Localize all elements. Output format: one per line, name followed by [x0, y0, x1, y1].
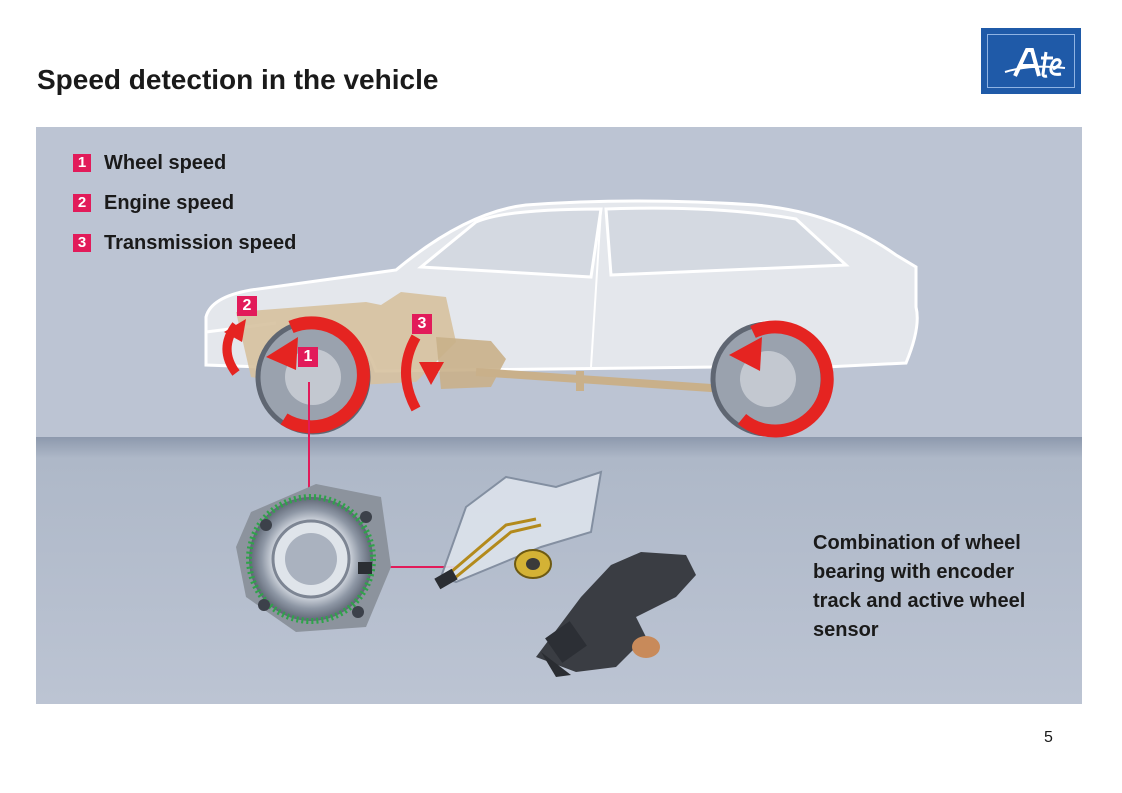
transmission-arrow: [401, 334, 421, 412]
wheel-marker: 1: [298, 347, 318, 367]
legend-badge: 2: [73, 194, 91, 212]
legend-item-transmission-speed: 3 Transmission speed: [73, 232, 296, 254]
sensor-magnet: [632, 636, 660, 658]
legend-badge: 3: [73, 234, 91, 252]
legend-item-engine-speed: 2 Engine speed: [73, 192, 234, 214]
rear-wheel-arrow: [737, 320, 834, 438]
engine-marker: 2: [237, 296, 257, 316]
ate-logo: [981, 28, 1081, 94]
ate-logo-mark: [1004, 48, 1066, 78]
legend-label: Wheel speed: [104, 151, 227, 174]
legend-label: Engine speed: [104, 191, 235, 214]
illustration-panel: 1 Wheel speed 2 Engine speed 3 Transmiss…: [36, 127, 1082, 704]
legend-item-wheel-speed: 1 Wheel speed: [73, 152, 226, 174]
drive-shaft: [475, 368, 727, 393]
legend-label: Transmission speed: [104, 231, 297, 254]
vehicle-illustration: [36, 127, 1082, 704]
component-caption: Combination of wheel bearing with encode…: [813, 532, 1026, 641]
front-wheel-arrow: [280, 316, 370, 434]
car-window-rear: [604, 206, 850, 277]
slide-title: Speed detection in the vehicle: [37, 64, 439, 95]
transmission-marker: 3: [412, 314, 432, 334]
legend-badge: 1: [73, 154, 91, 172]
page-number: 5: [1044, 729, 1053, 746]
